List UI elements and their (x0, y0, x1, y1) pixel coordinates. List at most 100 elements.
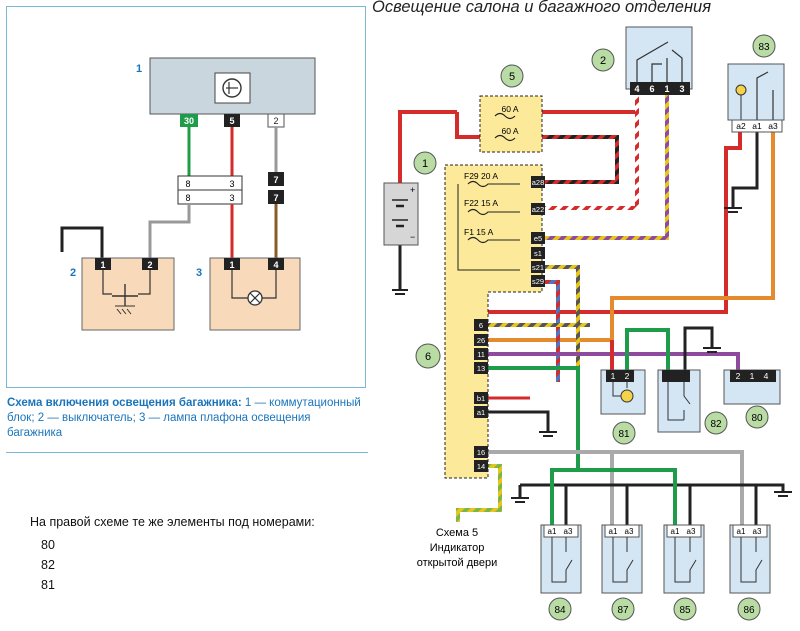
note-text: На правой схеме те же элементы под номер… (30, 515, 315, 529)
label-3: 3 (196, 267, 202, 279)
svg-text:F1 15 A: F1 15 A (464, 227, 494, 237)
svg-text:86: 86 (743, 605, 755, 616)
block6-right-pins: a28 a22 e5 s1 s21 s29 (531, 176, 545, 287)
svg-text:2: 2 (273, 116, 278, 126)
callout-2 (591, 48, 615, 72)
svg-text:2: 2 (736, 371, 741, 381)
svg-text:a1: a1 (752, 121, 762, 131)
svg-text:s21: s21 (532, 263, 544, 272)
svg-text:1: 1 (611, 371, 616, 381)
svg-text:83: 83 (758, 42, 770, 53)
svg-text:8: 8 (185, 193, 190, 203)
svg-text:a2: a2 (736, 121, 746, 131)
connector-b-bottom (268, 190, 284, 204)
svg-text:F22 15 A: F22 15 A (464, 198, 498, 208)
svg-text:60 A: 60 A (501, 104, 518, 114)
door-switch-85: a1 a3 85 (663, 524, 705, 621)
callout-80 (745, 405, 769, 429)
scheme5-line2: Индикатор (430, 542, 485, 554)
svg-text:26: 26 (477, 336, 485, 345)
svg-text:7: 7 (273, 193, 278, 203)
svg-text:84: 84 (554, 605, 566, 616)
callout-81 (612, 421, 636, 445)
svg-text:1: 1 (422, 158, 428, 170)
svg-text:8: 8 (185, 179, 190, 189)
svg-text:6: 6 (479, 321, 483, 330)
svg-text:2: 2 (625, 371, 630, 381)
callout-83 (752, 34, 776, 58)
svg-text:a1: a1 (609, 527, 618, 536)
pin-5 (224, 114, 240, 127)
callout-1 (413, 151, 437, 175)
svg-text:F29 20 A: F29 20 A (464, 171, 498, 181)
svg-text:a1: a1 (477, 408, 485, 417)
svg-text:81: 81 (618, 429, 630, 440)
svg-text:a3: a3 (687, 527, 696, 536)
left-scheme-frame (6, 6, 366, 388)
left-wiring-diagram: 1 30 5 2 8 3 8 3 7 7 1 2 2 1 4 3 (60, 57, 316, 331)
door-switch-86: a1 a3 86 (729, 524, 771, 621)
block6-left-pins: 6 26 11 13 b1 a1 16 14 (474, 319, 488, 472)
svg-text:a3: a3 (753, 527, 762, 536)
callout-5 (500, 64, 524, 88)
note-item: 80 (41, 538, 55, 552)
svg-text:30: 30 (184, 116, 194, 126)
caption-text: 1 — коммутационный блок; 2 — выключатель… (7, 397, 361, 439)
svg-text:a28: a28 (532, 178, 545, 187)
svg-text:60 A: 60 A (501, 126, 518, 136)
svg-text:6: 6 (425, 351, 431, 363)
svg-text:3: 3 (229, 193, 234, 203)
door-switch-87: a1 a3 87 (601, 524, 643, 621)
transistor-icon (222, 78, 242, 98)
svg-text:5: 5 (229, 116, 234, 126)
svg-text:a3: a3 (564, 527, 573, 536)
svg-text:5: 5 (509, 71, 515, 83)
svg-text:a3: a3 (768, 121, 778, 131)
svg-text:7: 7 (273, 175, 278, 185)
svg-text:a3: a3 (625, 527, 634, 536)
callout-82 (704, 411, 728, 435)
svg-text:1: 1 (750, 371, 755, 381)
svg-text:82: 82 (710, 419, 722, 430)
page-title: Освещение салона и багажного отделения (372, 0, 712, 16)
battery (383, 182, 419, 246)
svg-text:13: 13 (477, 364, 485, 373)
svg-text:4: 4 (273, 260, 278, 270)
svg-text:1: 1 (100, 260, 105, 270)
svg-text:85: 85 (679, 605, 691, 616)
label-2: 2 (70, 267, 76, 279)
svg-text:87: 87 (617, 605, 629, 616)
svg-text:1: 1 (664, 84, 669, 94)
svg-text:4: 4 (764, 371, 769, 381)
svg-text:2: 2 (600, 55, 606, 67)
svg-text:+: + (410, 185, 415, 195)
svg-text:4: 4 (634, 84, 639, 94)
note-item: 82 (41, 558, 55, 572)
caption-title: Схема включения освещения багажника: (7, 397, 242, 409)
svg-text:s1: s1 (534, 249, 542, 258)
connector-b-top (268, 172, 284, 186)
svg-text:80: 80 (751, 413, 763, 424)
left-scheme-caption: Схема включения освещения багажника: 1 —… (7, 396, 367, 441)
lamp-icon (620, 389, 634, 403)
scheme5-line3: открытой двери (417, 557, 498, 569)
pin-30 (180, 114, 198, 127)
svg-text:1: 1 (229, 260, 234, 270)
svg-text:−: − (410, 232, 415, 242)
fuse-box-5 (479, 95, 543, 153)
lamp-icon (735, 84, 747, 96)
svg-text:e5: e5 (534, 234, 542, 243)
svg-text:6: 6 (649, 84, 654, 94)
svg-text:a1: a1 (737, 527, 746, 536)
svg-text:b1: b1 (477, 394, 485, 403)
svg-text:14: 14 (477, 462, 485, 471)
door-switch-84: a1 a3 84 (540, 524, 582, 621)
svg-text:11: 11 (477, 350, 485, 359)
svg-text:2: 2 (147, 260, 152, 270)
callout-6 (415, 343, 441, 369)
svg-text:a1: a1 (548, 527, 557, 536)
scheme5-line1: Схема 5 (436, 527, 478, 539)
svg-text:3: 3 (679, 84, 684, 94)
svg-text:16: 16 (477, 448, 485, 457)
